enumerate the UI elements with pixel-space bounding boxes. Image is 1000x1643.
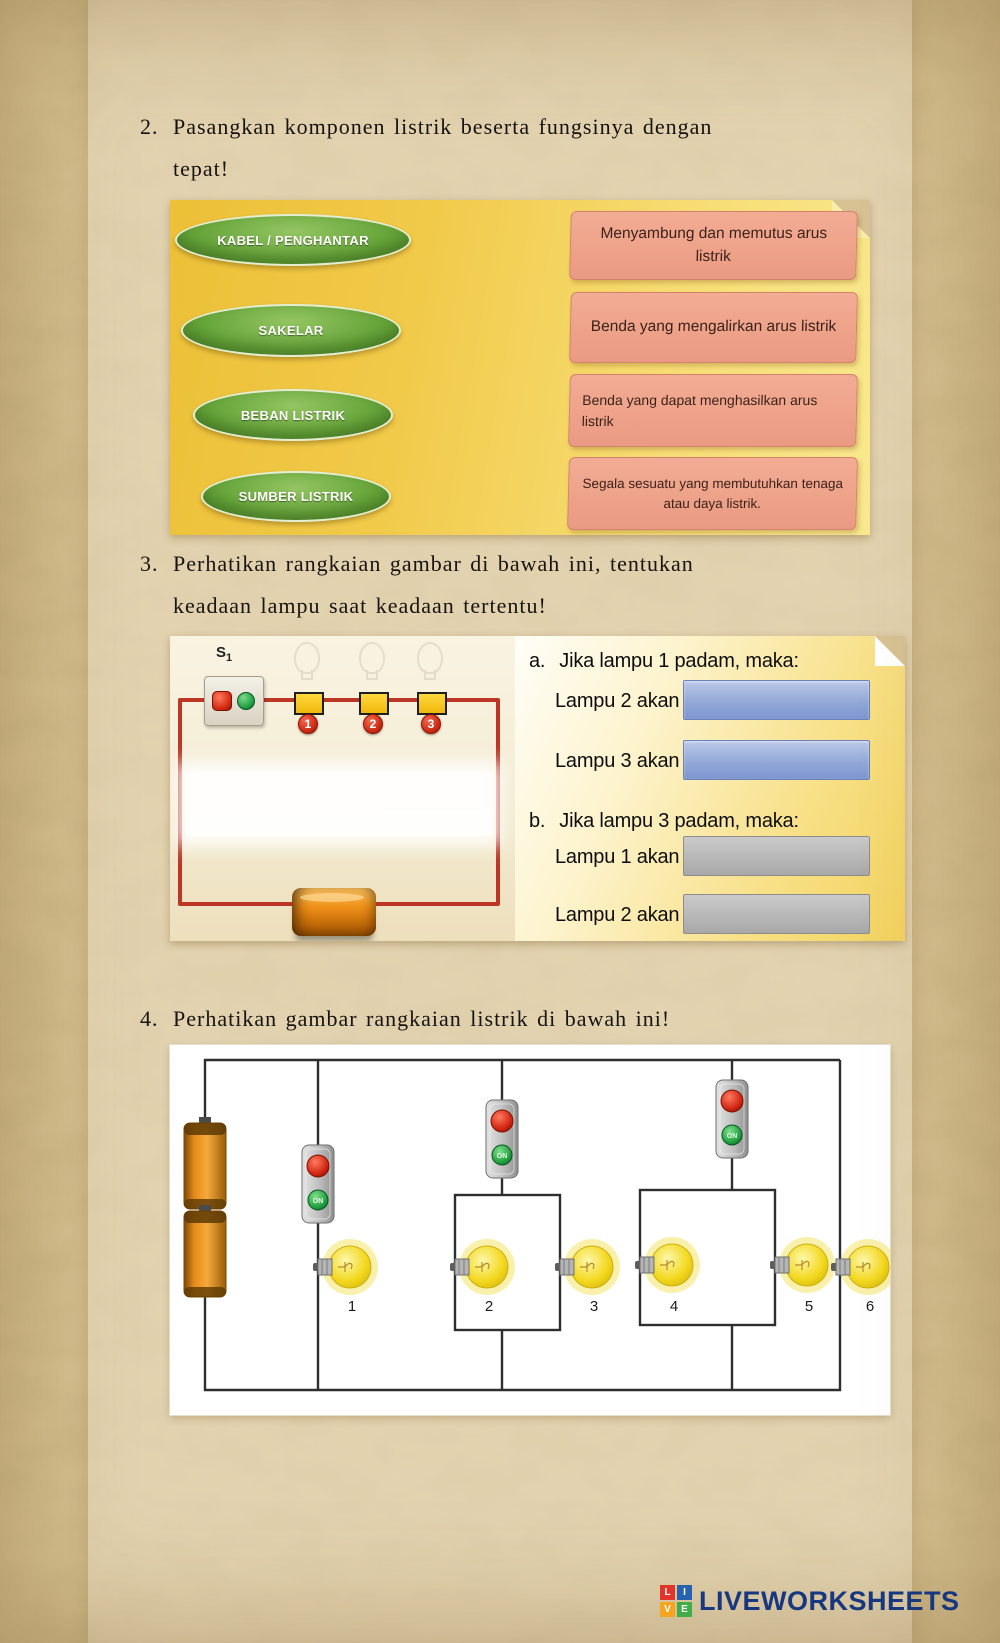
switch-s1 [204, 676, 264, 726]
match-right-function-1[interactable]: Menyambung dan memutus arus listrik [569, 211, 858, 280]
match-left-label: KABEL / PENGHANTAR [217, 232, 369, 248]
match-left-label: SAKELAR [258, 323, 324, 338]
match-right-function-3[interactable]: Benda yang dapat menghasilkan arus listr… [568, 374, 858, 447]
question-2-number: 2. [140, 114, 159, 139]
match-left-label: SUMBER LISTRIK [238, 489, 354, 504]
sub-question-a-text: Jika lampu 1 padam, maka: [559, 650, 799, 672]
answer-box-a-lampu-3[interactable] [683, 740, 870, 780]
parallel-circuit-diagram-panel: ON 1 2 [170, 1045, 897, 1415]
sub-question-b-letter: b. [529, 810, 546, 832]
match-right-function-4[interactable]: Segala sesuatu yang membutuhkan tenaga a… [567, 457, 858, 530]
answer-box-b-lampu-1[interactable] [683, 836, 870, 876]
icon-letter-e: E [677, 1602, 692, 1617]
match-right-label: Benda yang mengalirkan arus listrik [590, 318, 837, 336]
lamp-3-number: 3 [590, 1298, 598, 1315]
bulb-sketch-icon [294, 642, 320, 680]
series-circuit-exercise-panel: S1 1 2 3 a. Jika lampu 1 padam, maka: La… [170, 636, 905, 941]
lamp-3-badge: 3 [421, 714, 441, 734]
photo-white-patch [186, 772, 492, 836]
bulb-sketch-icon [359, 642, 385, 680]
lampu-1-akan-label: Lampu 1 akan [555, 846, 680, 868]
question-3-text-line1: Perhatikan rangkaian gambar di bawah ini… [173, 551, 694, 576]
lamp-1-number: 1 [348, 1298, 356, 1315]
lamp-1-icon [312, 1238, 379, 1296]
lamp-3-icon [417, 692, 447, 715]
question-4-heading: 4. Perhatikan gambar rangkaian listrik d… [140, 998, 920, 1040]
lampu-2-akan-label-b: Lampu 2 akan [555, 904, 680, 926]
question-2-text-line1: Pasangkan komponen listrik beserta fungs… [173, 114, 713, 139]
sub-question-a: a. Jika lampu 1 padam, maka: [529, 650, 799, 673]
lamp-5-icon [769, 1236, 836, 1294]
switch-1-icon [301, 1144, 335, 1224]
matching-exercise-panel: KABEL / PENGHANTAR SAKELAR BEBAN LISTRIK… [170, 200, 870, 535]
icon-letter-i: I [677, 1585, 692, 1600]
lampu-2-akan-label: Lampu 2 akan [555, 690, 680, 712]
lamp-2-icon [359, 692, 389, 715]
circuit-diagram-svg: ON 1 2 [183, 1058, 897, 1392]
icon-letter-v: V [660, 1602, 675, 1617]
lamp-1-icon [294, 692, 324, 715]
match-right-function-2[interactable]: Benda yang mengalirkan arus listrik [569, 292, 858, 363]
liveworksheets-wordmark: LIVEWORKSHEETS [699, 1585, 960, 1616]
lampu-3-akan-label: Lampu 3 akan [555, 750, 680, 772]
off-button-icon [212, 691, 232, 711]
question-3-heading: 3. Perhatikan rangkaian gambar di bawah … [140, 543, 900, 627]
liveworksheets-logo[interactable]: L I V E LIVEWORKSHEETS [660, 1585, 960, 1617]
lamp-4-icon [634, 1236, 701, 1294]
lamp-4-number: 4 [670, 1298, 678, 1315]
question-3-text-line2: keadaan lampu saat keadaan tertentu! [173, 593, 547, 618]
sub-question-b: b. Jika lampu 3 padam, maka: [529, 810, 799, 833]
match-left-kabel-penghantar[interactable]: KABEL / PENGHANTAR [175, 214, 411, 266]
lamp-2-badge: 2 [363, 714, 383, 734]
battery-2-icon [183, 1204, 227, 1298]
bulb-sketch-icon [417, 642, 443, 680]
lamp-1-badge: 1 [298, 714, 318, 734]
sub-question-b-text: Jika lampu 3 padam, maka: [559, 810, 799, 832]
match-left-sumber-listrik[interactable]: SUMBER LISTRIK [201, 471, 391, 522]
match-right-label: Benda yang dapat menghasilkan arus listr… [581, 392, 818, 429]
sub-question-a-letter: a. [529, 650, 546, 672]
switch-s1-label: S1 [216, 644, 233, 664]
lamp-5-number: 5 [805, 1298, 813, 1315]
match-right-label: Segala sesuatu yang membutuhkan tenaga a… [582, 475, 844, 511]
circuit-wires [203, 1058, 842, 1392]
series-circuit-photo: S1 1 2 3 [170, 636, 515, 941]
switch-3-icon [715, 1079, 749, 1159]
match-left-sakelar[interactable]: SAKELAR [181, 304, 401, 357]
question-4-number: 4. [140, 1006, 159, 1031]
match-left-beban-listrik[interactable]: BEBAN LISTRIK [193, 389, 393, 441]
question-2-heading: 2. Pasangkan komponen listrik beserta fu… [140, 106, 880, 190]
switch-2-icon [485, 1099, 519, 1179]
page-fold-icon [875, 636, 905, 666]
battery-icon [292, 888, 376, 936]
question-3-number: 3. [140, 551, 159, 576]
lamp-3-icon [554, 1238, 621, 1296]
question-2-text-line2: tepat! [173, 156, 230, 181]
match-right-label: Menyambung dan memutus arus listrik [600, 225, 828, 265]
lamp-2-number: 2 [485, 1298, 493, 1315]
match-left-label: BEBAN LISTRIK [240, 407, 346, 423]
answer-box-a-lampu-2[interactable] [683, 680, 870, 720]
question-3-answers: a. Jika lampu 1 padam, maka: Lampu 2 aka… [515, 636, 905, 941]
on-button-icon [237, 692, 255, 710]
lamp-6-number: 6 [866, 1298, 874, 1315]
answer-box-b-lampu-2[interactable] [683, 894, 870, 934]
lamp-2-icon [449, 1238, 516, 1296]
battery-1-icon [183, 1116, 227, 1210]
question-4-text-line1: Perhatikan gambar rangkaian listrik di b… [173, 1006, 671, 1031]
icon-letter-l: L [660, 1585, 675, 1600]
liveworksheets-grid-icon: L I V E [660, 1585, 692, 1617]
